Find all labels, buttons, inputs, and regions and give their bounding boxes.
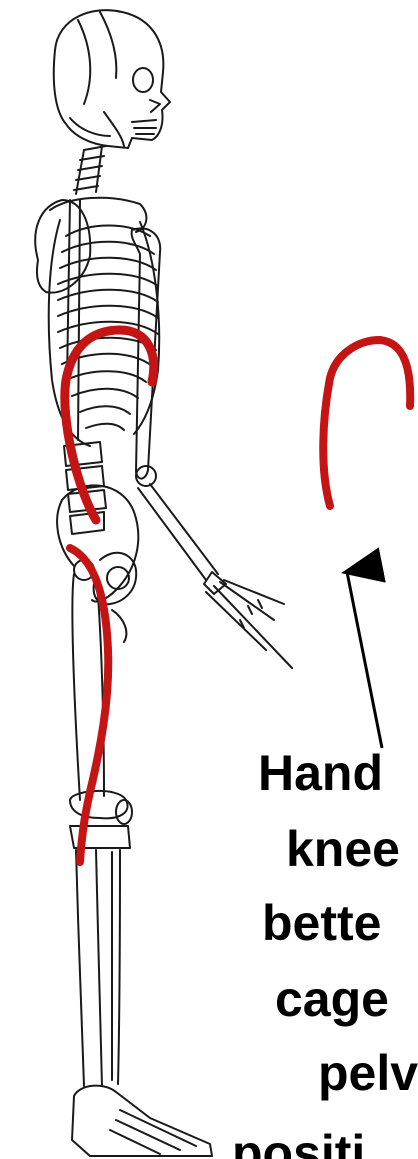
shoulder: [35, 198, 146, 293]
caption-line-2: knee: [286, 821, 400, 877]
arm: [132, 228, 292, 668]
foot: [72, 1086, 212, 1156]
cervical-spine: [74, 146, 106, 194]
caption-line-1: Hand: [258, 745, 383, 801]
caption-block: Hand knee bette cage pelv positi: [232, 745, 418, 1159]
caption-line-6: positi: [232, 1125, 365, 1159]
lower-leg: [76, 850, 120, 1086]
caption-line-4: cage: [275, 971, 389, 1027]
caption-line-3: bette: [262, 895, 381, 951]
caption-line-5: pelv: [318, 1045, 418, 1101]
skull: [54, 10, 170, 148]
isolated-muscle-curve: [323, 340, 410, 506]
pointer-arrow: [347, 572, 382, 748]
skeleton-drawing: [35, 10, 292, 1156]
